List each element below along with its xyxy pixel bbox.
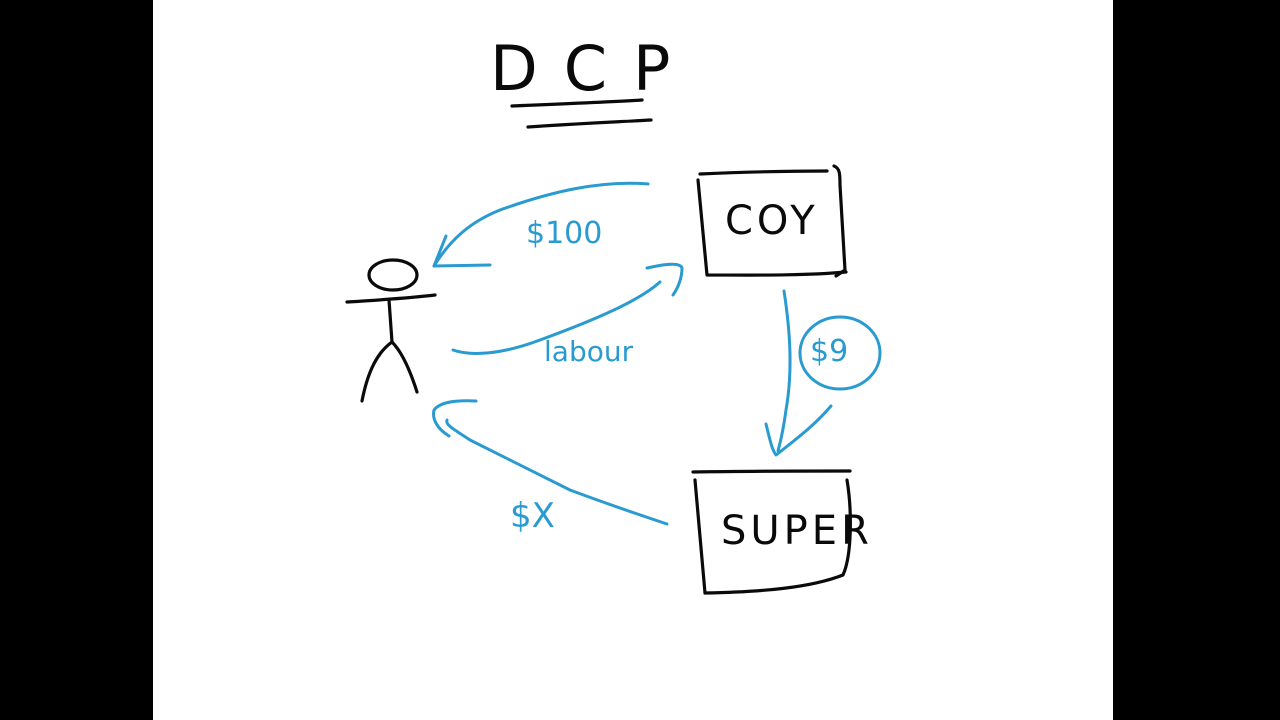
- edge-label-x: $X: [510, 496, 555, 536]
- letterbox-right: [1113, 0, 1280, 720]
- arrow-person-to-coy: [451, 262, 684, 355]
- person-stick-figure-icon: [345, 258, 437, 403]
- arrow-coy-to-person: [432, 181, 650, 268]
- arrow-super-to-person: [432, 399, 669, 526]
- super-label: SUPER: [721, 508, 873, 554]
- edge-label-100: $100: [526, 216, 603, 251]
- coy-label: COY: [725, 198, 819, 244]
- edge-label-9: $9: [810, 334, 849, 369]
- coy-box: [696, 164, 848, 278]
- whiteboard-canvas: DCP COY SUPER $100 labour $9 $X: [153, 0, 1113, 720]
- arrow-coy-to-super: [764, 289, 882, 457]
- super-box: [691, 469, 852, 595]
- letterbox-left: [0, 0, 153, 720]
- diagram-title: DCP: [490, 32, 697, 105]
- diagram-drawing: [345, 98, 882, 595]
- title-underline: [510, 98, 653, 129]
- edge-label-labour: labour: [544, 335, 634, 368]
